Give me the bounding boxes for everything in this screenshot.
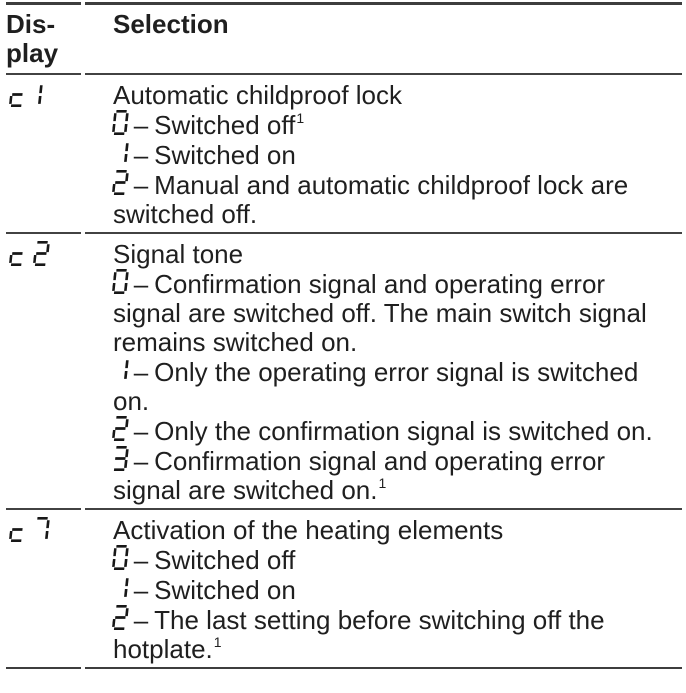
seven-segment-char — [112, 170, 129, 195]
footnote-marker: 1 — [296, 110, 305, 127]
option-value-digit — [112, 269, 130, 299]
table-row: Automatic childproof lock –Switched off1… — [6, 73, 682, 232]
option-value-digit — [113, 357, 130, 387]
option-text: Switched off — [154, 110, 296, 140]
option-separator: – — [133, 110, 149, 140]
seven-segment-char — [112, 545, 129, 570]
option-text: Switched off — [154, 545, 296, 575]
display-code — [6, 517, 50, 548]
seven-segment-char — [112, 416, 129, 441]
header-display-line2: play — [6, 38, 59, 68]
option-text: Switched on — [154, 140, 296, 170]
row-title: Activation of the heating elements — [113, 515, 504, 545]
option-text: Confirmation signal and operating error … — [113, 446, 606, 505]
table-row: Signal tone –Confirmation signal and ope… — [6, 232, 682, 508]
option-value-digit — [113, 446, 130, 476]
option-value-digit — [112, 545, 130, 575]
option-value-digit — [112, 605, 130, 635]
option-separator: – — [133, 140, 149, 170]
option-line: –Manual and automatic childproof lock ar… — [112, 170, 680, 229]
option-value-digit — [112, 170, 130, 200]
row-title: Signal tone — [113, 239, 244, 269]
option-line: –Switched on — [113, 140, 680, 170]
display-code — [6, 82, 43, 113]
selection-cell: Activation of the heating elements –Swit… — [85, 508, 682, 667]
header-display-line1: Dis- — [6, 9, 56, 39]
settings-table: Dis- play Selection Automatic childproof… — [6, 2, 682, 669]
display-code-cell — [6, 73, 81, 232]
option-text: Manual and automatic childproof lock are… — [113, 170, 629, 229]
footnote-marker: 1 — [213, 634, 222, 651]
table-header-row: Dis- play Selection — [6, 2, 682, 73]
option-text: Switched on — [154, 575, 296, 605]
option-line: –Only the operating error signal is swit… — [113, 357, 680, 416]
footnote-marker: 1 — [378, 475, 387, 492]
seven-segment-char — [9, 93, 23, 107]
display-code-cell — [6, 232, 81, 508]
row-title: Automatic childproof lock — [113, 80, 403, 110]
option-line: –Switched on — [113, 575, 680, 605]
seven-segment-char — [124, 578, 129, 597]
header-selection-cell: Selection — [85, 2, 682, 73]
seven-segment-char — [9, 528, 23, 542]
seven-segment-char — [113, 446, 129, 471]
option-separator: – — [133, 170, 149, 200]
option-separator: – — [133, 575, 149, 605]
bottom-rule-selection — [85, 667, 682, 669]
table-bottom-rule — [6, 667, 682, 669]
option-text: Only the confirmation signal is switched… — [154, 416, 653, 446]
seven-segment-char — [32, 241, 50, 266]
option-value-digit — [113, 575, 130, 605]
option-text: Confirmation signal and operating error … — [113, 269, 647, 357]
seven-segment-char — [112, 110, 129, 135]
option-separator: – — [133, 446, 149, 476]
display-code — [6, 241, 50, 272]
seven-segment-char — [112, 605, 129, 630]
selection-cell: Automatic childproof lock –Switched off1… — [85, 73, 682, 232]
option-value-digit — [112, 416, 130, 446]
option-separator: – — [133, 357, 149, 387]
option-line: –Confirmation signal and operating error… — [112, 269, 680, 357]
selection-cell: Signal tone –Confirmation signal and ope… — [85, 232, 682, 508]
seven-segment-char — [124, 143, 129, 162]
option-separator: – — [133, 269, 149, 299]
seven-segment-char — [112, 269, 129, 294]
option-text: The last setting before switching off th… — [113, 605, 605, 664]
bottom-rule-display — [6, 667, 81, 669]
header-display-cell: Dis- play — [6, 2, 81, 73]
option-line: –Confirmation signal and operating error… — [113, 446, 680, 505]
seven-segment-char — [124, 360, 129, 379]
option-separator: – — [133, 545, 149, 575]
seven-segment-char — [36, 517, 50, 539]
option-value-digit — [112, 110, 130, 140]
display-code-cell — [6, 508, 81, 667]
option-line: –Switched off1 — [112, 110, 680, 140]
option-line: –The last setting before switching off t… — [112, 605, 680, 664]
seven-segment-char — [37, 85, 43, 104]
option-line: –Only the confirmation signal is switche… — [112, 416, 680, 446]
option-separator: – — [133, 605, 149, 635]
header-selection-label: Selection — [113, 9, 229, 39]
option-separator: – — [133, 416, 149, 446]
option-line: –Switched off — [112, 545, 680, 575]
seven-segment-char — [9, 252, 23, 266]
option-value-digit — [113, 140, 130, 170]
option-text: Only the operating error signal is switc… — [113, 357, 639, 416]
table-row: Activation of the heating elements –Swit… — [6, 508, 682, 667]
